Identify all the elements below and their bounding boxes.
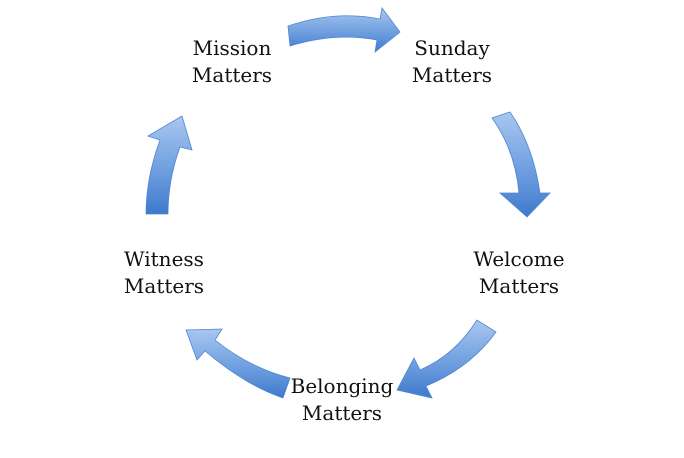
node-witness: Witness Matters [124,247,204,298]
node-belonging-line2: Matters [302,401,382,425]
node-belonging: Belonging Matters [291,374,394,425]
node-belonging-line1: Belonging [291,374,394,398]
node-sunday: Sunday Matters [412,36,492,87]
node-welcome-line2: Matters [479,274,559,298]
arrow-welcome-to-belonging [396,319,497,399]
node-sunday-line1: Sunday [414,36,490,60]
node-mission: Mission Matters [192,36,272,87]
arrow-mission-to-sunday [287,7,401,53]
arrow-witness-to-mission [145,115,193,215]
arrow-sunday-to-welcome [491,111,551,218]
node-welcome-line1: Welcome [473,247,564,271]
node-witness-line1: Witness [124,247,204,271]
arrow-belonging-to-witness [185,328,291,399]
node-witness-line2: Matters [124,274,204,298]
node-sunday-line2: Matters [412,63,492,87]
node-mission-line1: Mission [193,36,272,60]
node-mission-line2: Matters [192,63,272,87]
node-welcome: Welcome Matters [473,247,564,298]
